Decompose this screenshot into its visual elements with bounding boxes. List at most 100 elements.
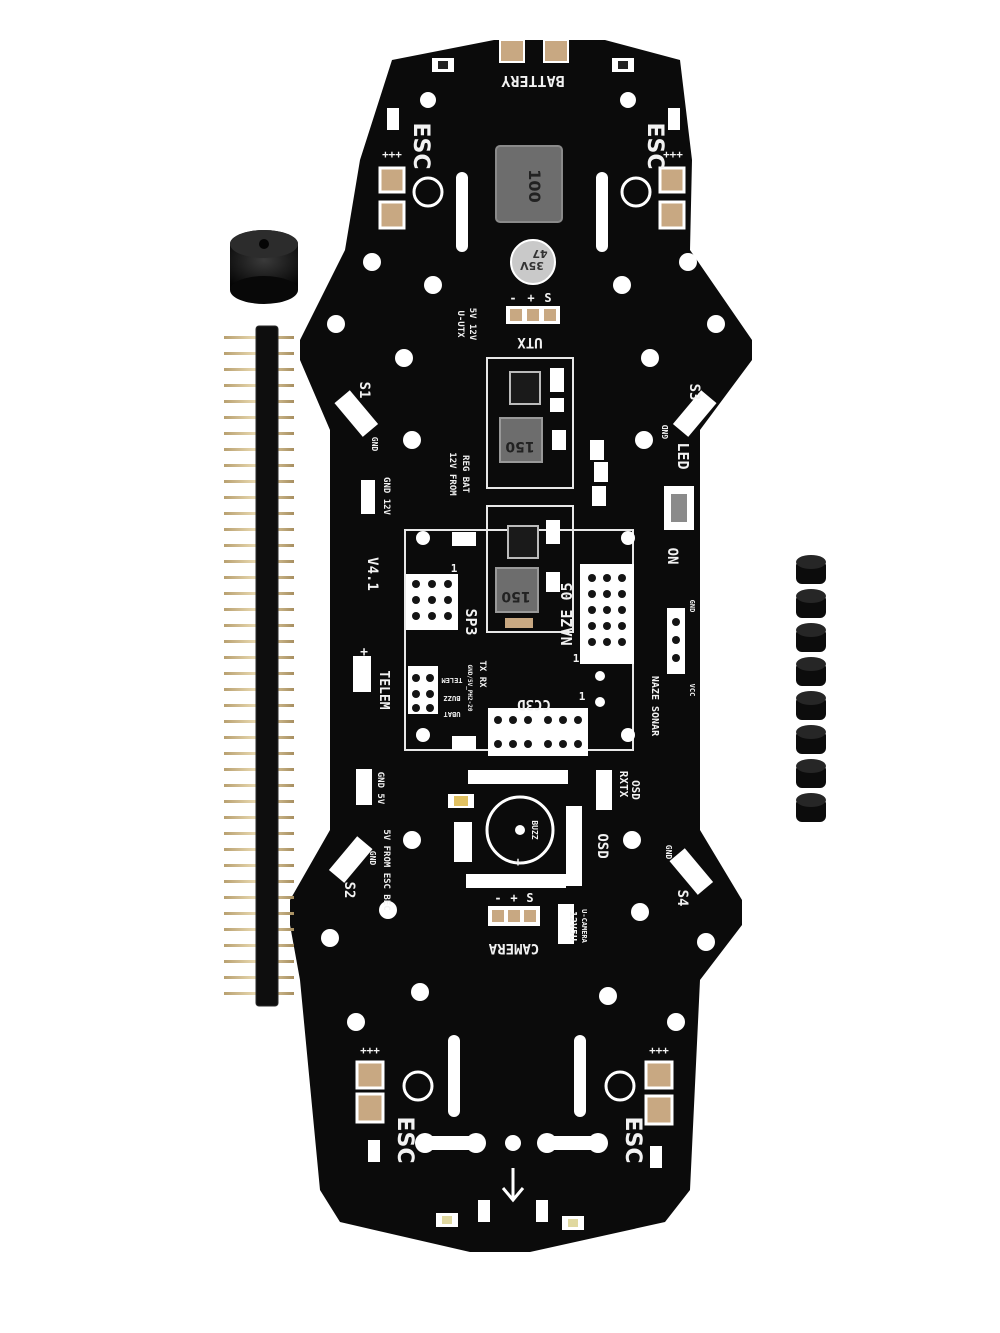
- pcb-board: [290, 40, 752, 1252]
- sp3-header: [406, 574, 458, 630]
- s3-label: S3: [686, 384, 702, 401]
- telem-buzz-header: [408, 666, 438, 714]
- screw: [796, 725, 826, 754]
- camera-label: CAMERA: [488, 940, 539, 956]
- cc3d-label: CC3D: [517, 696, 551, 712]
- s4-gnd-label: GND: [664, 845, 673, 860]
- esc-label-top-left: ESC: [408, 122, 433, 169]
- telem-plus: +: [360, 645, 368, 660]
- screw: [796, 691, 826, 720]
- frame-slots: [415, 172, 608, 1153]
- esc-label-bottom-right: ESC: [620, 1116, 645, 1163]
- inductor-top: [495, 145, 563, 223]
- camera-pin-minus: -: [494, 891, 501, 905]
- buzzer-footprint: [448, 770, 582, 888]
- naze-sonar-label: NAZE SONAR: [649, 676, 660, 737]
- s2-label: S2: [341, 882, 357, 899]
- servo-headers: [328, 390, 717, 895]
- rxtx-label: RXTX: [617, 771, 630, 798]
- sonar-vcc-label: VCC: [688, 684, 696, 697]
- camera-pin-s: S: [526, 891, 533, 905]
- screw: [796, 793, 826, 822]
- capacitor-value-b: 35V: [520, 259, 544, 272]
- camera-header: [488, 904, 574, 944]
- battery-label: BATTERY: [501, 72, 564, 90]
- cc3d-header: [488, 708, 588, 756]
- pin-header-strip: [224, 325, 294, 1007]
- regulator-upper: [499, 368, 566, 463]
- led-transistors: [590, 440, 608, 506]
- capacitor: [510, 239, 556, 285]
- small-pads: [452, 532, 612, 810]
- regulator-lower-outline: [486, 505, 574, 633]
- gnd-12v-label: GND 12V: [381, 477, 391, 516]
- naze-header: [580, 564, 634, 664]
- sonar-header: [667, 608, 685, 674]
- utx-pin-plus: +: [527, 291, 534, 305]
- camera-voltage-a: 12V5U: [567, 911, 578, 941]
- buzz-label: BUZZ: [530, 820, 539, 839]
- utx-header: [506, 306, 560, 324]
- power-pads: [353, 480, 375, 805]
- gnd-5v-label: GND 5V: [375, 772, 385, 805]
- screws: [796, 555, 826, 822]
- esc-label-bottom-left: ESC: [392, 1116, 417, 1163]
- smd-components: [368, 58, 680, 1230]
- screw: [796, 657, 826, 686]
- naze-pin-one: 1: [573, 652, 580, 665]
- utx-voltage-a: U-UTX: [455, 310, 465, 338]
- battery-pads: [499, 39, 569, 63]
- screw: [796, 623, 826, 652]
- screw: [796, 759, 826, 788]
- esc-plus-signs-tr: +++: [663, 148, 683, 161]
- screw: [796, 555, 826, 584]
- capacitor-value-a: 47: [532, 247, 547, 260]
- s1-gnd-label: GND: [370, 437, 379, 452]
- buzzer-part: [230, 230, 298, 304]
- esc-plus-signs-tl: +++: [382, 148, 402, 161]
- regulator-upper-outline: [486, 357, 574, 489]
- reg-label-b: REG BAT: [460, 455, 470, 494]
- reg-label-a: 12V FROM: [447, 452, 457, 496]
- tx-rx-label: TX RX: [477, 660, 487, 688]
- led-label: LED: [674, 442, 692, 469]
- cc3d-pin-one: 1: [579, 690, 586, 703]
- inductor-lower-label: 150: [501, 588, 530, 604]
- esc-bec-label: 5V FROM ESC BEC: [381, 829, 391, 910]
- telem-small-label: TELEM: [441, 676, 462, 684]
- naze-label: NAZE 05: [558, 582, 576, 645]
- utx-pin-s: S: [544, 291, 551, 305]
- utx-voltage-b: 5V 12V: [467, 308, 477, 341]
- direction-arrow: [501, 1168, 525, 1203]
- esc-ground-marks: [402, 176, 652, 1102]
- inductor-top-label: 100: [525, 169, 544, 202]
- utx-label: UTX: [517, 334, 543, 350]
- s3-gnd-label: GND: [661, 425, 670, 440]
- s4-label: S4: [674, 890, 690, 907]
- s2-gnd-label: GND: [368, 851, 377, 866]
- camera-pin-plus: +: [510, 891, 517, 905]
- osd-label-small: OSD: [629, 780, 642, 800]
- esc-plus-signs-bl: +++: [360, 1044, 380, 1057]
- regulator-lower: [495, 520, 560, 628]
- esc-pads: [355, 166, 686, 1126]
- on-label: ON: [664, 548, 680, 565]
- esc-label-top-right: ESC: [642, 122, 667, 169]
- ubat-label: UBAT: [444, 710, 461, 718]
- telem-label: TELEM: [376, 670, 391, 709]
- osd-label: OSD: [594, 833, 610, 858]
- buzz-small-label: BUZZ: [444, 694, 461, 702]
- camera-voltage-b: U-CAMERA: [580, 909, 588, 944]
- esc-plus-signs-br: +++: [649, 1044, 669, 1057]
- sp3-pin-one: 1: [451, 562, 458, 575]
- utx-pin-minus: -: [509, 291, 516, 305]
- sonar-gnd-label: GND: [688, 600, 696, 613]
- screw: [796, 589, 826, 618]
- gnd-fc-label: GND/5V_PH2-20: [466, 665, 473, 712]
- inductor-upper-label: 150: [505, 438, 534, 454]
- on-switch: [664, 486, 694, 530]
- mounting-holes: [321, 92, 725, 1151]
- s1-label: S1: [356, 382, 372, 399]
- version-label: V4.1: [364, 557, 380, 591]
